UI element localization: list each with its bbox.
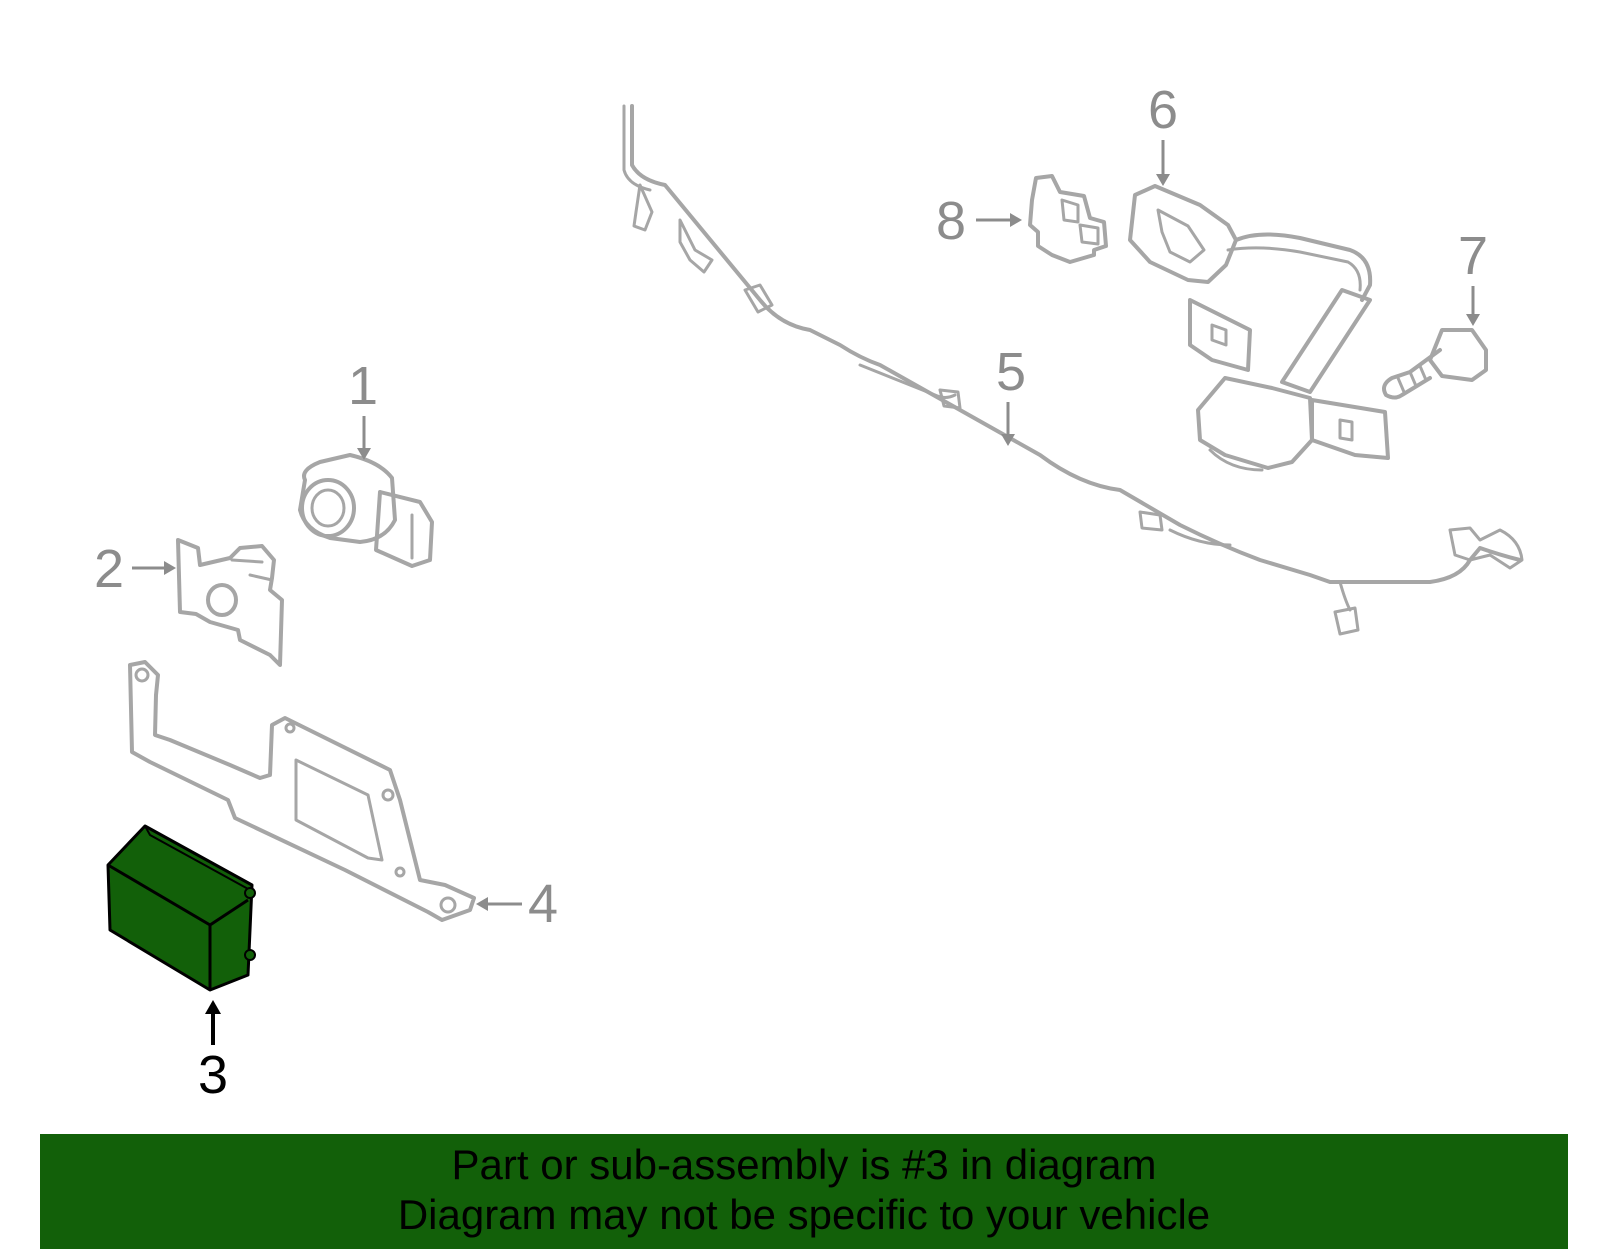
part-8-clip[interactable] xyxy=(1028,174,1108,264)
callout-5: 5 xyxy=(996,342,1026,402)
part-2-sensor-bracket[interactable] xyxy=(176,538,284,667)
callout-2: 2 xyxy=(94,539,124,599)
callout-6: 6 xyxy=(1148,80,1178,140)
part-4-mounting-bracket[interactable] xyxy=(128,660,476,922)
part-1-parking-sensor[interactable] xyxy=(298,453,434,568)
part-7-bolt[interactable] xyxy=(1382,328,1488,400)
info-banner: Part or sub-assembly is #3 in diagram Di… xyxy=(40,1134,1568,1249)
banner-line-2: Diagram may not be specific to your vehi… xyxy=(397,1191,1211,1238)
banner-line-1: Part or sub-assembly is #3 in diagram xyxy=(451,1141,1157,1188)
callout-8: 8 xyxy=(936,191,966,251)
callout-3: 3 xyxy=(198,1045,228,1105)
callout-1: 1 xyxy=(348,356,378,416)
part-5-wiring-harness[interactable] xyxy=(622,104,1524,636)
callout-4: 4 xyxy=(528,874,558,934)
part-3-control-module[interactable] xyxy=(106,824,256,992)
part-6-rear-camera[interactable] xyxy=(1128,184,1390,472)
callout-7: 7 xyxy=(1458,226,1488,286)
